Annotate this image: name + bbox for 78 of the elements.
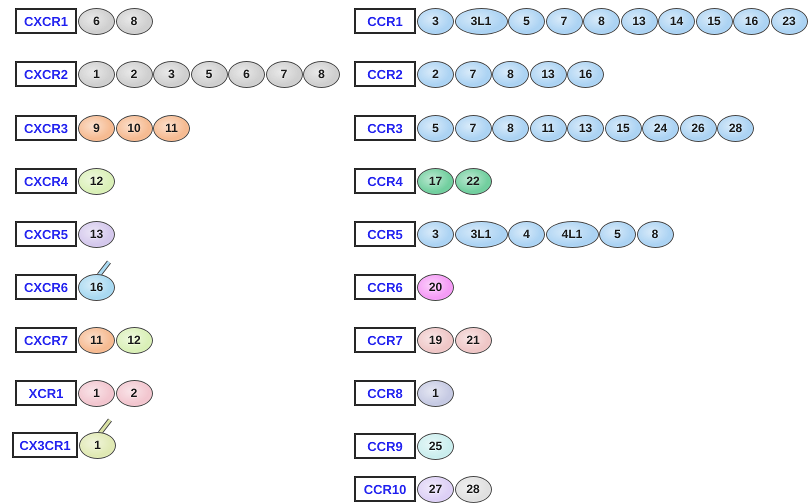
receptor-box: CXCR4: [15, 168, 77, 194]
ligand-ellipse: 1: [78, 380, 115, 406]
ligand-ellipse: 6: [228, 60, 265, 88]
ligand-ellipse: 8: [492, 60, 529, 88]
receptor-box: CXCR7: [15, 327, 77, 353]
ligand-ellipse: 11: [530, 114, 566, 142]
ligand-ellipse: 3L1: [454, 8, 508, 34]
ligand-ellipse: 11: [153, 114, 190, 142]
ligand-ellipse: 5: [508, 8, 545, 34]
ligand-ellipse: 14: [658, 8, 695, 34]
ligand-ellipse: 25: [417, 432, 454, 460]
ligand-ellipse: 2: [116, 380, 152, 406]
ligand-ellipse: 1: [79, 432, 116, 458]
receptor-box: CCR9: [354, 433, 416, 459]
receptor-box: CCR7: [354, 327, 416, 353]
ligand-ellipse: 9: [78, 114, 115, 142]
receptor-box: CCR1: [354, 8, 416, 34]
ligand-ellipse: 20: [417, 274, 454, 300]
ligand-ellipse: 13: [620, 8, 658, 34]
receptor-box: CCR10: [354, 476, 416, 502]
ligand-ellipse: 3L1: [454, 220, 508, 248]
receptor-box: CCR2: [354, 61, 416, 87]
receptor-box: CXCR2: [15, 61, 77, 87]
ligand-ellipse: 13: [530, 60, 566, 88]
receptor-box: CCR8: [354, 380, 416, 406]
ligand-ellipse: 2: [417, 60, 454, 88]
ligand-ellipse: 4: [508, 220, 545, 248]
ligand-ellipse: 6: [78, 8, 115, 34]
ligand-ellipse: 23: [770, 8, 808, 34]
ligand-ellipse: 16: [733, 8, 770, 34]
ligand-ellipse: 22: [454, 168, 492, 194]
ligand-ellipse: 10: [116, 114, 152, 142]
ligand-ellipse: 8: [636, 220, 674, 248]
ligand-ellipse: 3: [153, 60, 190, 88]
ligand-ellipse: 13: [567, 114, 604, 142]
receptor-box: CCR4: [354, 168, 416, 194]
ligand-ellipse: 11: [78, 326, 115, 354]
receptor-box: CXCR1: [15, 8, 77, 34]
receptor-box: CXCR5: [15, 221, 77, 247]
ligand-ellipse: 3: [417, 8, 454, 34]
receptor-box: CXCR6: [15, 274, 77, 300]
ligand-ellipse: 12: [78, 168, 115, 194]
ligand-ellipse: 5: [599, 220, 636, 248]
ligand-ellipse: 5: [417, 114, 454, 142]
ligand-ellipse: 16: [78, 274, 115, 300]
ligand-ellipse: 19: [417, 326, 454, 354]
ligand-ellipse: 28: [717, 114, 754, 142]
receptor-box: CXCR3: [15, 115, 77, 141]
ligand-ellipse: 1: [78, 60, 115, 88]
ligand-ellipse: 7: [266, 60, 302, 88]
ligand-ellipse: 8: [303, 60, 340, 88]
ligand-ellipse: 15: [604, 114, 642, 142]
ligand-ellipse: 15: [696, 8, 732, 34]
receptor-box: CCR5: [354, 221, 416, 247]
ligand-ellipse: 7: [454, 60, 492, 88]
ligand-ellipse: 5: [190, 60, 228, 88]
receptor-box: CCR6: [354, 274, 416, 300]
ligand-ellipse: 21: [454, 326, 492, 354]
ligand-ellipse: 12: [116, 326, 152, 354]
ligand-ellipse: 7: [454, 114, 492, 142]
ligand-ellipse: 28: [454, 476, 492, 502]
receptor-box: XCR1: [15, 380, 77, 406]
ligand-ellipse: 16: [567, 60, 604, 88]
ligand-ellipse: 3: [417, 220, 454, 248]
ligand-ellipse: 26: [680, 114, 716, 142]
ligand-ellipse: 17: [417, 168, 454, 194]
ligand-ellipse: 27: [417, 476, 454, 502]
ligand-ellipse: 2: [116, 60, 152, 88]
receptor-box: CCR3: [354, 115, 416, 141]
ligand-ellipse: 8: [116, 8, 152, 34]
ligand-ellipse: 8: [583, 8, 620, 34]
receptor-box: CX3CR1: [12, 432, 78, 458]
ligand-ellipse: 7: [546, 8, 582, 34]
ligand-ellipse: 13: [78, 220, 115, 248]
ligand-ellipse: 24: [642, 114, 679, 142]
ligand-ellipse: 4L1: [546, 220, 598, 248]
ligand-ellipse: 8: [492, 114, 529, 142]
ligand-ellipse: 1: [417, 380, 454, 406]
